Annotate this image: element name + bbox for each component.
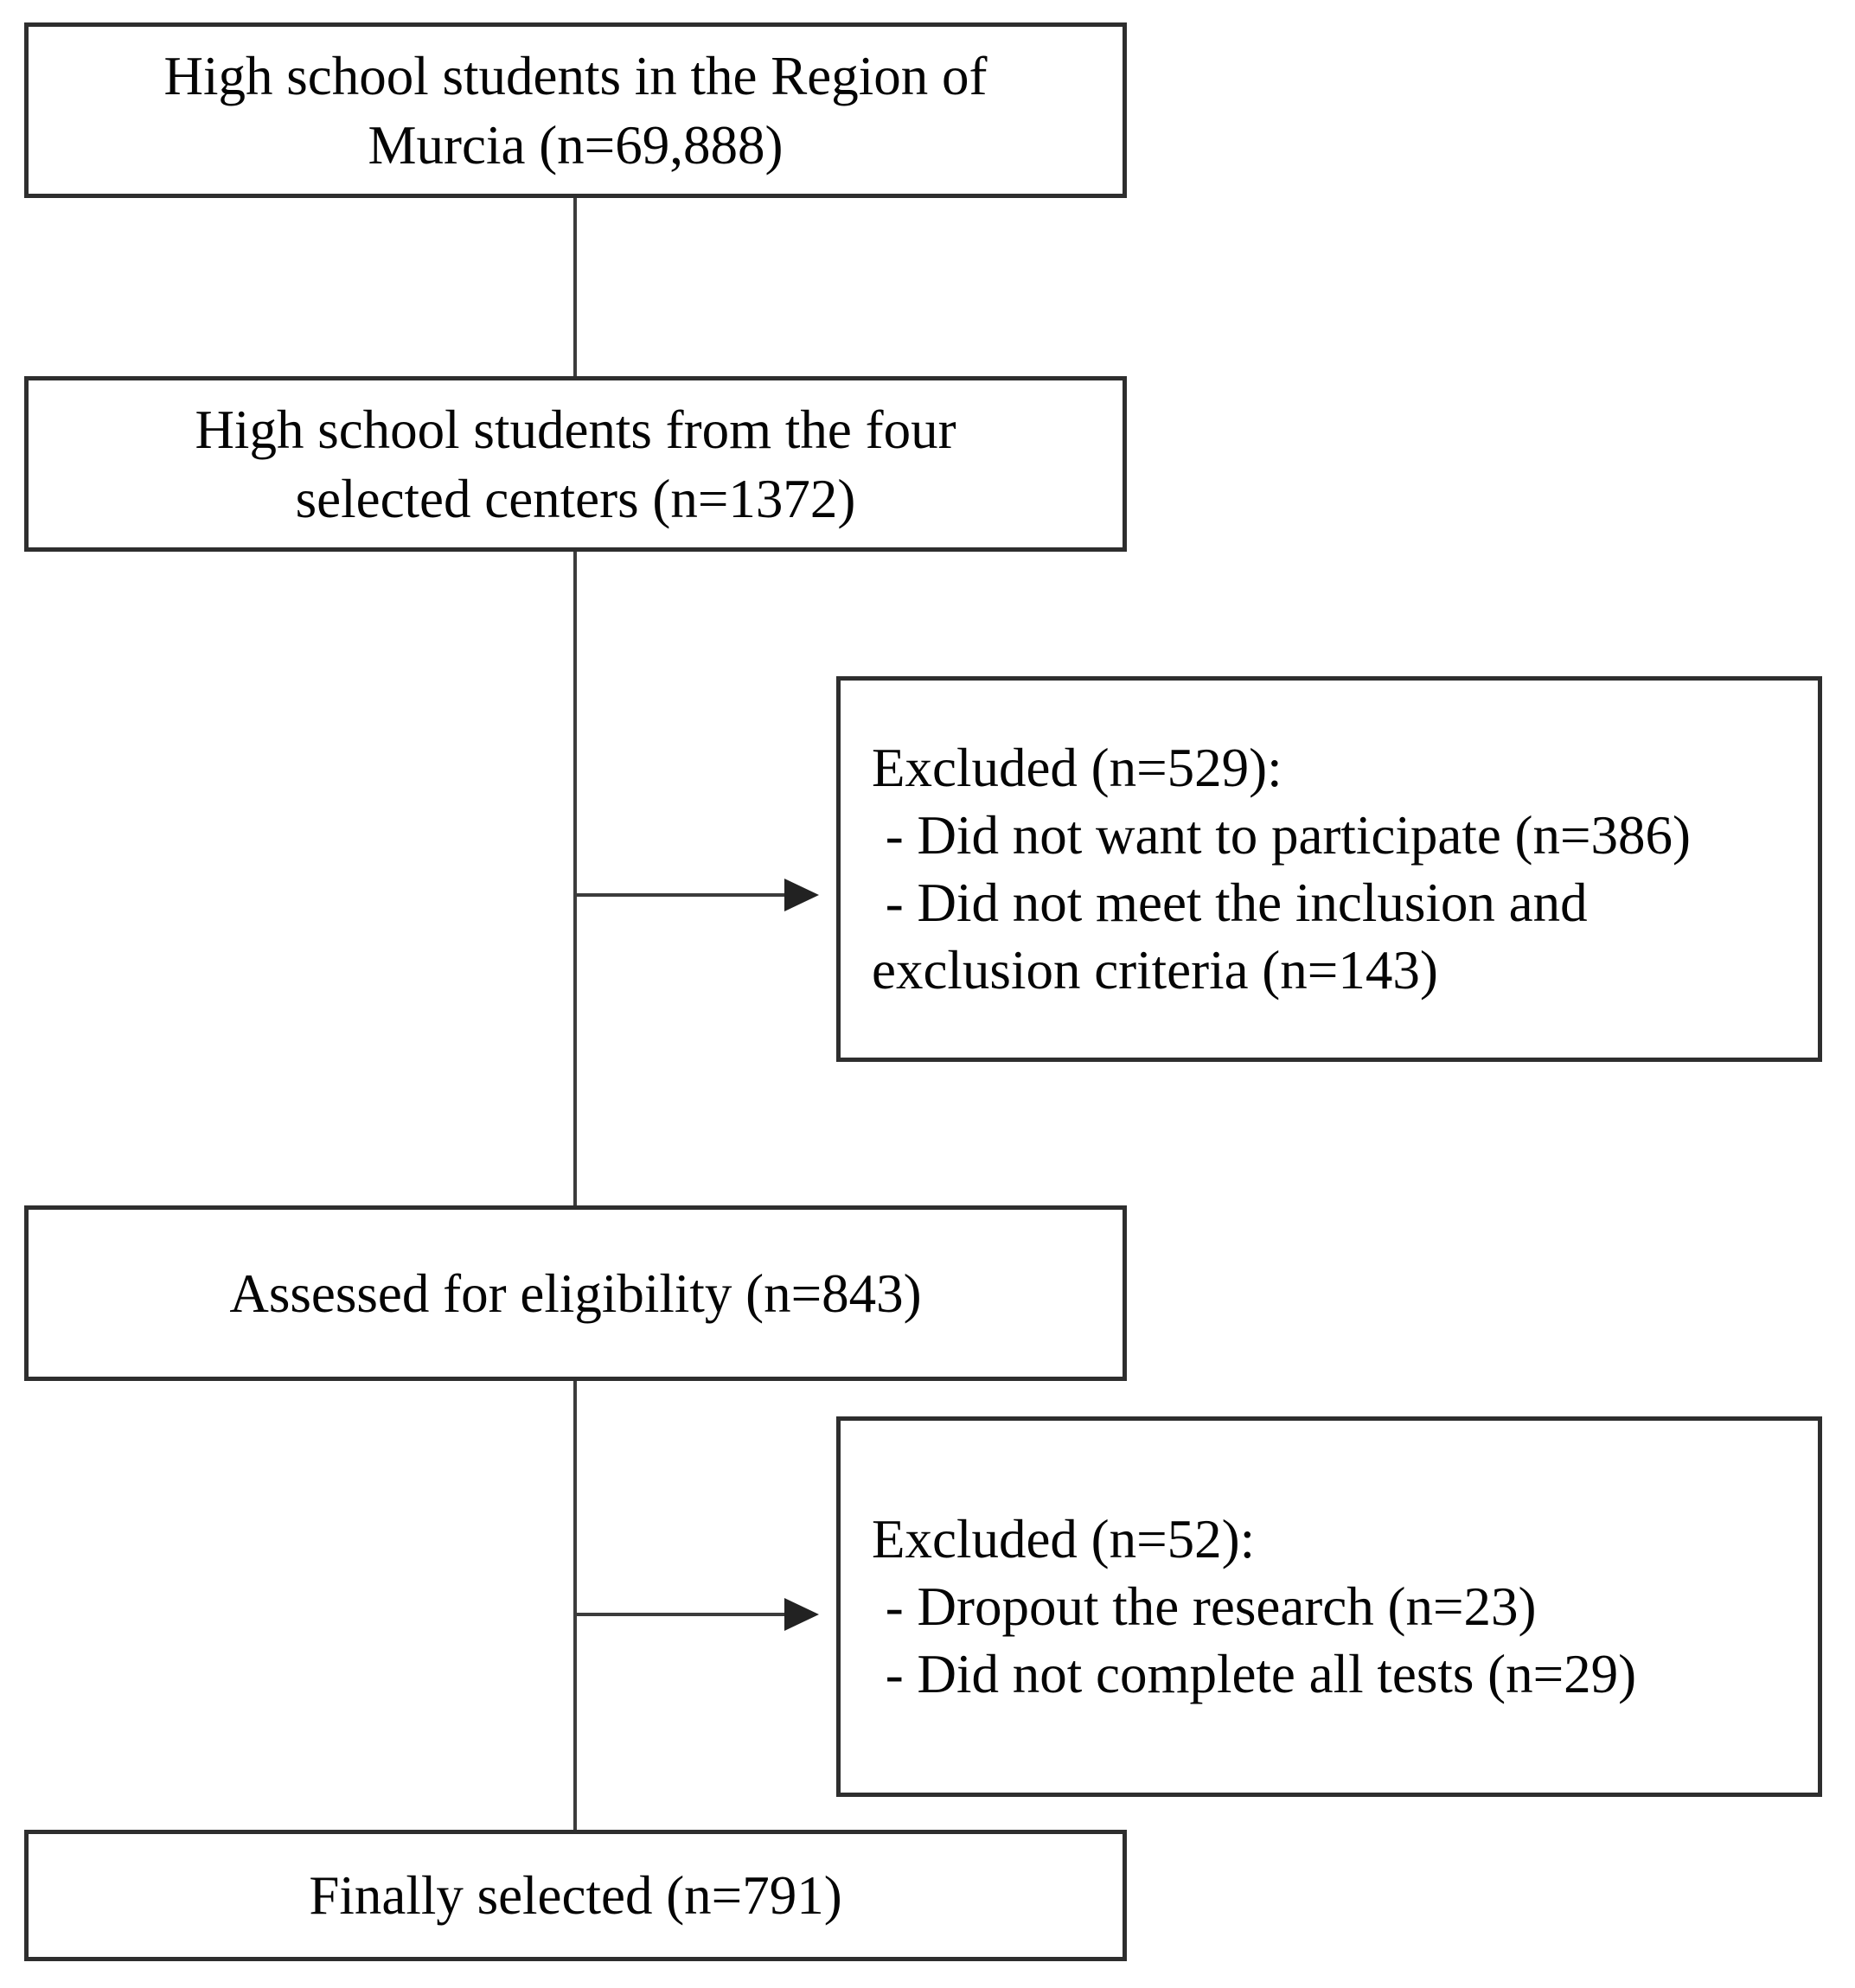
box-text-line: - Did not meet the inclusion and xyxy=(872,873,1588,933)
box-text-line: - Dropout the research (n=23) xyxy=(872,1576,1537,1637)
box-finally-selected: Finally selected (n=791) xyxy=(24,1830,1127,1961)
box-text-line: selected centers (n=1372) xyxy=(295,468,856,529)
box-text-line: Assessed for eligibility (n=843) xyxy=(229,1262,922,1324)
box-excluded-second: Excluded (n=52): - Dropout the research … xyxy=(836,1416,1822,1797)
arrow-to-excluded-first-shaft xyxy=(575,893,784,897)
box-text-line: - Did not complete all tests (n=29) xyxy=(872,1644,1637,1704)
box-excluded-first: Excluded (n=529): - Did not want to part… xyxy=(836,676,1822,1062)
connector-centers-to-assessed xyxy=(573,552,577,1205)
box-text-line: - Did not want to participate (n=386) xyxy=(872,805,1692,866)
box-selected-centers: High school students from the four selec… xyxy=(24,376,1127,552)
connector-region-to-centers xyxy=(573,198,577,376)
box-region-population: High school students in the Region of Mu… xyxy=(24,22,1127,198)
box-assessed-eligibility: Assessed for eligibility (n=843) xyxy=(24,1205,1127,1381)
box-text-line: exclusion criteria (n=143) xyxy=(872,940,1438,1000)
box-text-line: Excluded (n=52): xyxy=(872,1509,1256,1569)
box-text-line: Excluded (n=529): xyxy=(872,738,1283,798)
arrow-to-excluded-first-head-icon xyxy=(784,879,819,911)
box-text-line: Finally selected (n=791) xyxy=(309,1865,842,1926)
connector-assessed-to-final xyxy=(573,1381,577,1830)
box-text-line: High school students from the four xyxy=(195,399,956,460)
arrow-to-excluded-second-head-icon xyxy=(784,1598,819,1631)
box-text-line: Murcia (n=69,888) xyxy=(368,114,784,176)
box-text-line: High school students in the Region of xyxy=(163,45,988,106)
arrow-to-excluded-second-shaft xyxy=(575,1613,784,1616)
